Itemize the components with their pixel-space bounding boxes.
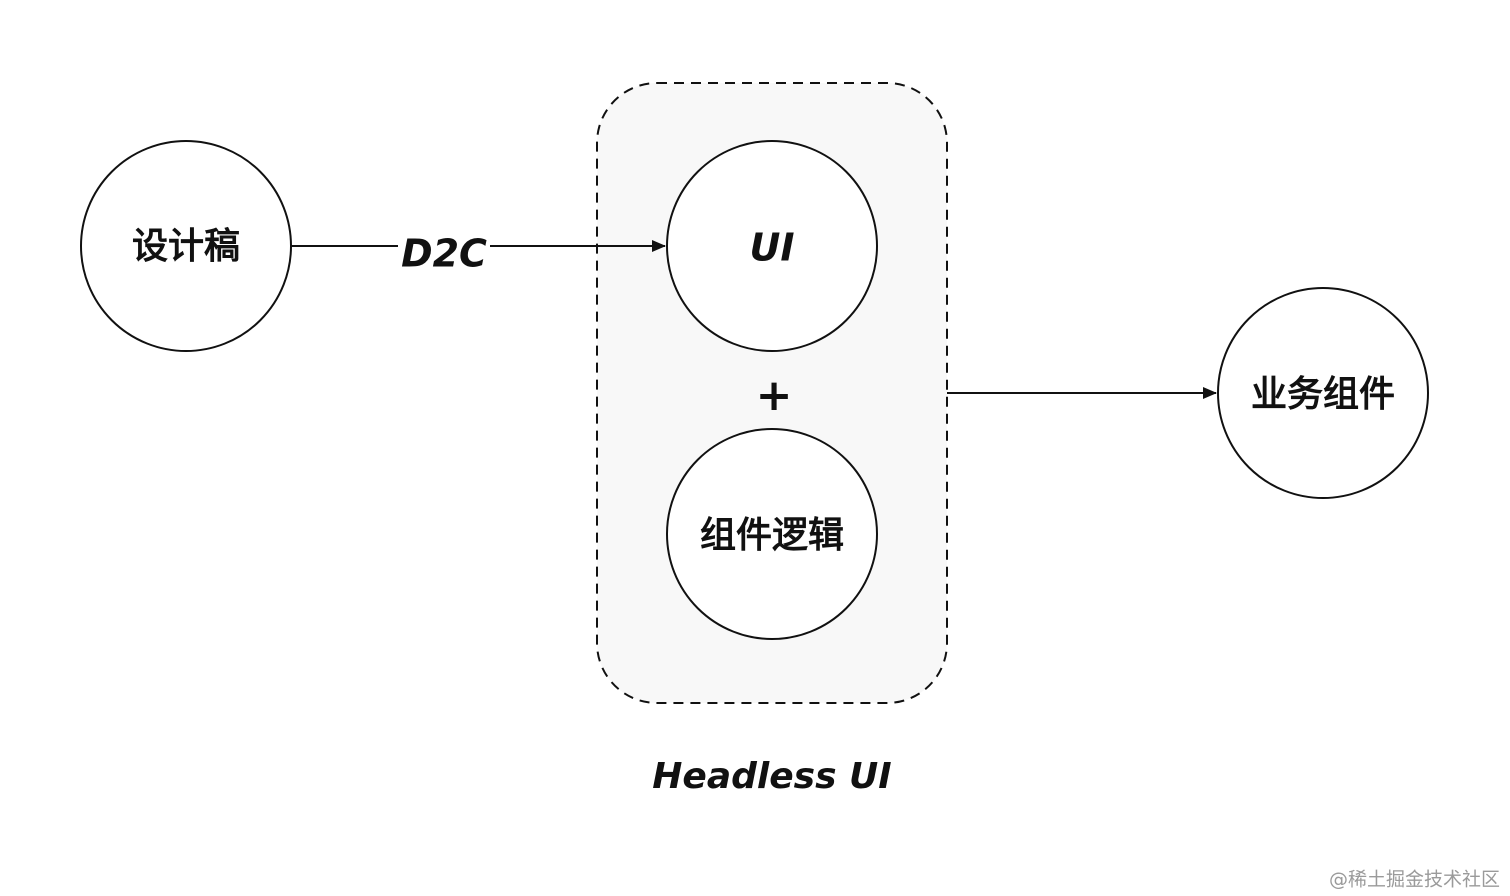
- edge-label-d2c: D2C: [401, 232, 487, 276]
- node-business-component: [1217, 287, 1429, 499]
- node-component-logic: [666, 428, 878, 640]
- watermark-text: @稀土掘金技术社区: [1329, 869, 1500, 891]
- node-ui-label: UI: [750, 226, 795, 270]
- node-design-draft-label: 设计稿: [132, 226, 240, 267]
- plus-operator: +: [756, 370, 793, 421]
- group-label-headless-ui: Headless UI: [652, 756, 891, 797]
- node-design-draft: [80, 140, 292, 352]
- node-component-logic-label: 组件逻辑: [700, 515, 844, 556]
- node-business-component-label: 业务组件: [1251, 374, 1395, 415]
- node-ui: [666, 140, 878, 352]
